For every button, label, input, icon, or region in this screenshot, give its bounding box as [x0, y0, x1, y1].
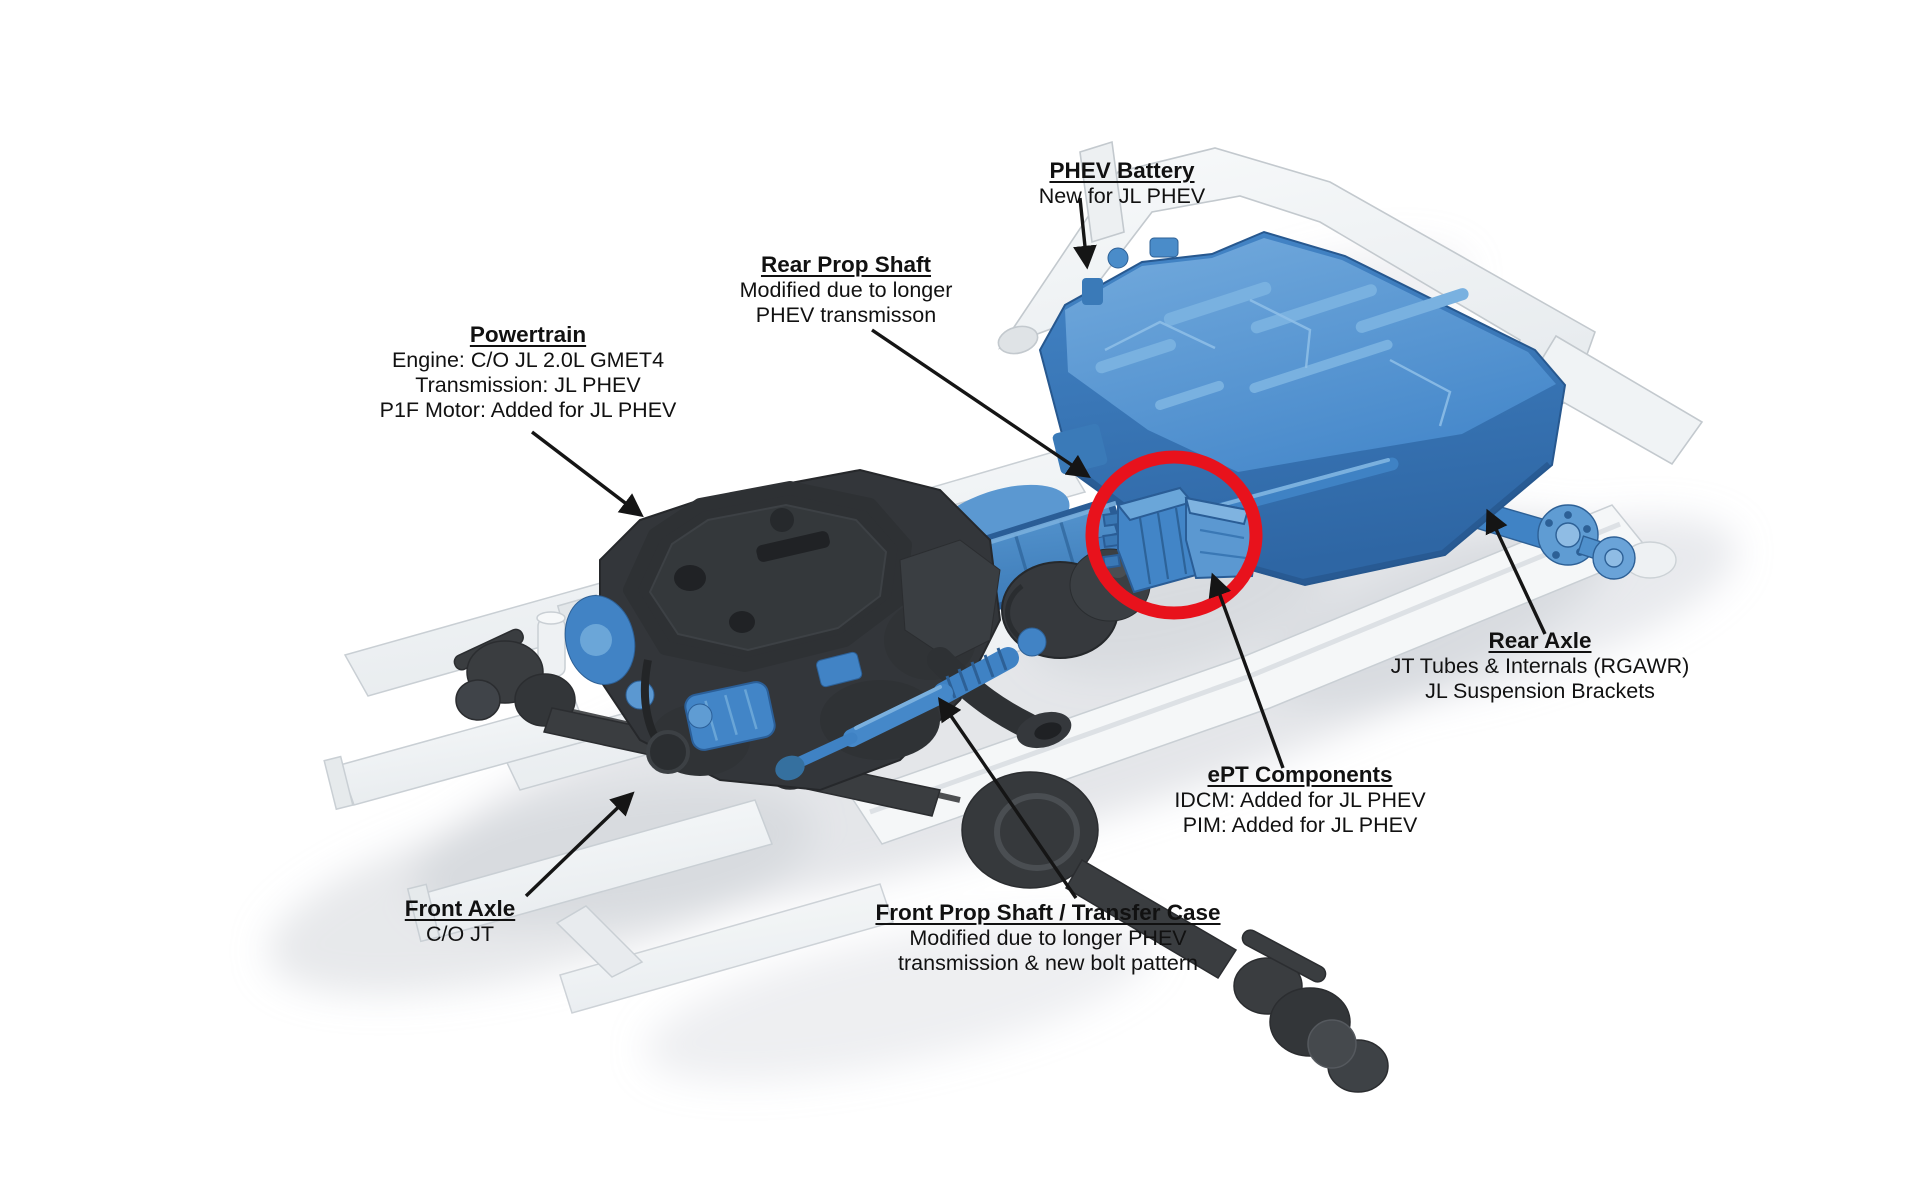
callout-rear-axle: Rear Axle JT Tubes & Internals (RGAWR) J…: [1350, 628, 1730, 704]
callout-line: P1F Motor: Added for JL PHEV: [379, 398, 677, 422]
callout-arrows: [524, 197, 1547, 899]
callout-title: Front Axle: [404, 896, 516, 921]
callout-line: Modified due to longer: [739, 278, 953, 302]
callout-title: PHEV Battery: [1049, 158, 1195, 183]
callout-front-axle: Front Axle C/O JT: [350, 896, 570, 947]
arrow-rear-prop-shaft: [871, 328, 1091, 478]
callout-title: Rear Prop Shaft: [760, 252, 932, 277]
callout-line: Transmission: JL PHEV: [415, 373, 641, 397]
callout-title: Powertrain: [469, 322, 587, 347]
callout-line: Modified due to longer PHEV: [909, 926, 1187, 950]
highlight-circle: [1085, 450, 1263, 620]
callout-line: JT Tubes & Internals (RGAWR): [1390, 654, 1690, 678]
arrow-phev-battery: [1073, 197, 1097, 270]
callout-line: C/O JT: [425, 922, 495, 946]
arrow-ept-components: [1208, 572, 1285, 769]
callout-powertrain: Powertrain Engine: C/O JL 2.0L GMET4 Tra…: [348, 322, 708, 423]
callout-title: Front Prop Shaft / Transfer Case: [875, 900, 1221, 925]
arrow-front-axle: [524, 791, 635, 898]
callout-rear-prop-shaft: Rear Prop Shaft Modified due to longer P…: [706, 252, 986, 328]
front-prop-shaft: [775, 647, 1019, 781]
callout-line: New for JL PHEV: [1038, 184, 1206, 208]
arrow-powertrain: [530, 430, 644, 518]
callout-line: JL Suspension Brackets: [1425, 679, 1655, 703]
callout-title: ePT Components: [1207, 762, 1393, 787]
callout-phev-battery: PHEV Battery New for JL PHEV: [982, 158, 1262, 209]
front-frame-horns: [323, 611, 894, 1014]
phev-battery: [1038, 230, 1567, 587]
arrow-rear-axle: [1485, 508, 1547, 635]
callout-line: transmission & new bolt pattern: [898, 951, 1198, 975]
callout-front-prop-shaft: Front Prop Shaft / Transfer Case Modifie…: [848, 900, 1248, 976]
arrow-front-prop-shaft: [937, 697, 1078, 899]
callout-line: Engine: C/O JL 2.0L GMET4: [391, 348, 665, 372]
callout-title: Rear Axle: [1488, 628, 1592, 653]
callout-line: IDCM: Added for JL PHEV: [1174, 788, 1426, 812]
callout-line: PHEV transmisson: [755, 303, 937, 327]
callout-ept-components: ePT Components IDCM: Added for JL PHEV P…: [1140, 762, 1460, 838]
ept-components: [1102, 486, 1258, 594]
callout-line: PIM: Added for JL PHEV: [1182, 813, 1418, 837]
